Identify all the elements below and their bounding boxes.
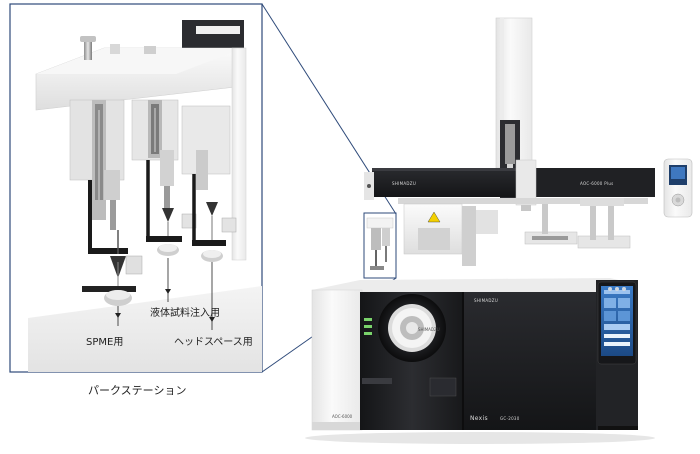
side-tag-text: AOC-6000 xyxy=(332,414,353,419)
product-name-text: Nexis xyxy=(470,415,488,422)
park-station-miniature xyxy=(366,217,394,270)
spme-label: SPME用 xyxy=(86,337,124,348)
inset-zoom-panel xyxy=(9,3,263,373)
rail-logo-text: SHIMADZU xyxy=(392,181,416,186)
headspace-label: ヘッドスペース用 xyxy=(174,337,253,348)
gc-instrument: SHIMADZU AOC-6000 Plus AOC-6000 xyxy=(305,17,693,444)
inset-source-frame xyxy=(363,212,397,279)
liquid-injection-label: 液体試料注入用 xyxy=(150,308,220,319)
door-logo-text: SHIMADZU xyxy=(418,327,440,332)
front-logo-text: SHIMADZU xyxy=(474,298,498,303)
park-station-caption: パークステーション xyxy=(88,384,187,397)
front-model-text: GC-2030 xyxy=(500,416,520,421)
rail-model-text: AOC-6000 Plus xyxy=(580,181,614,186)
